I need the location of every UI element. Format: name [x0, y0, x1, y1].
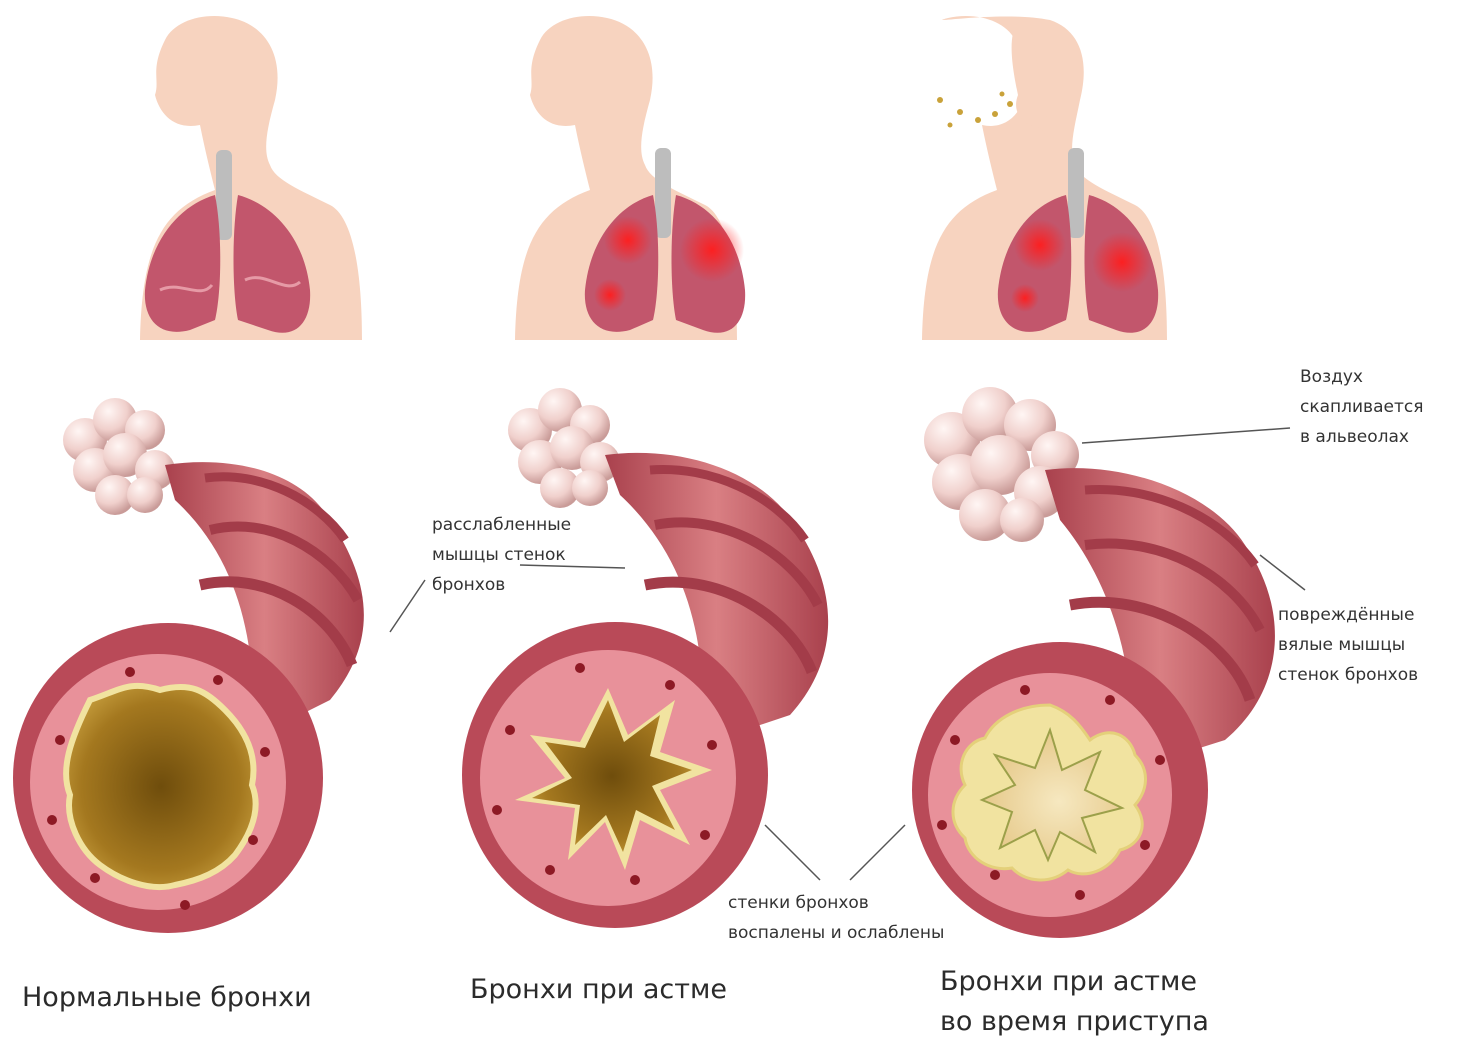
leader-inflamed-right	[850, 825, 905, 880]
exhaled-air-dots	[937, 92, 1013, 128]
bronchus-cross-section-attack	[912, 642, 1208, 938]
caption-asthma: Бронхи при астме	[470, 970, 727, 1010]
bronchus-cross-section-normal	[13, 623, 323, 933]
label-damaged-muscles: повреждённые вялые мышцы стенок бронхов	[1278, 600, 1418, 690]
leader-relaxed-muscles	[390, 580, 425, 632]
bronchus-cross-section-asthma	[462, 622, 768, 928]
label-air-accumulates: Воздух скапливается в альвеолах	[1300, 362, 1423, 452]
label-relaxed-muscles: расслабленные мышцы стенок бронхов	[432, 510, 571, 600]
alveoli-normal	[63, 398, 175, 515]
leader-inflamed-left	[765, 825, 820, 880]
leader-damaged-muscles	[1260, 555, 1305, 590]
leader-air-accumulates	[1082, 428, 1290, 443]
alveoli-attack	[924, 387, 1079, 542]
figure-attack	[912, 16, 1275, 938]
alveoli-asthma	[508, 388, 620, 508]
figure-asthma	[462, 16, 828, 928]
label-inflamed-walls: стенки бронхов воспалены и ослаблены	[728, 888, 944, 948]
caption-normal: Нормальные бронхи	[22, 978, 312, 1018]
caption-attack: Бронхи при астме во время приступа	[940, 962, 1209, 1042]
figure-normal	[13, 16, 364, 933]
